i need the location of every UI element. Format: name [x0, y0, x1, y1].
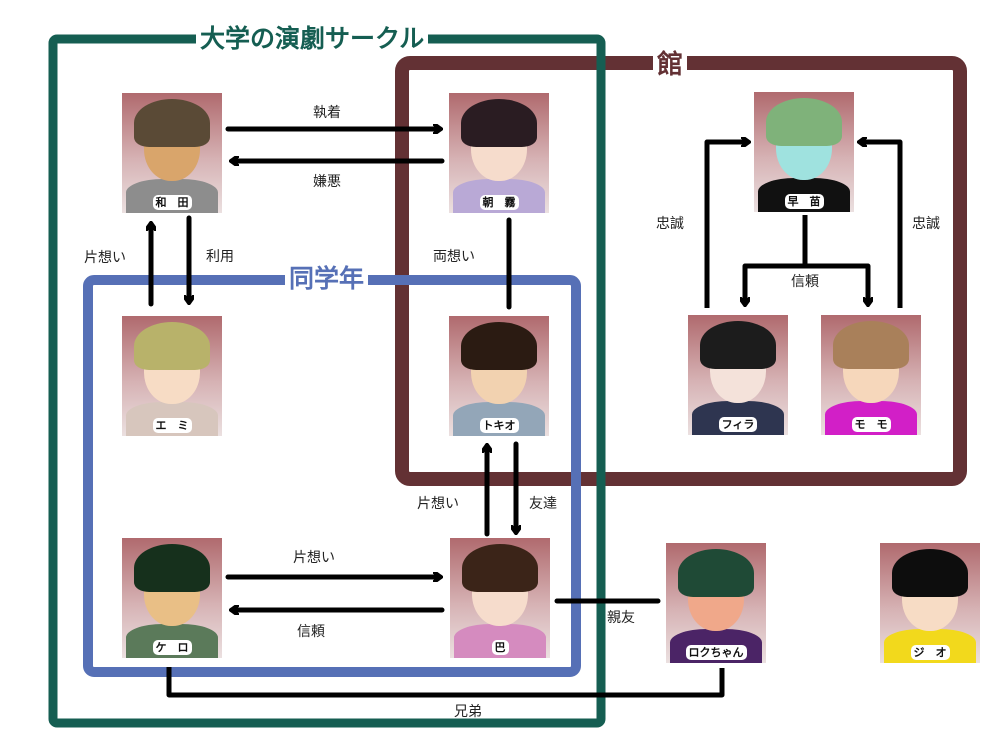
- arrow-momo-to-sanae: [860, 142, 903, 308]
- name-emi: エ ミ: [152, 418, 192, 433]
- name-roku: ロクちゃん: [685, 645, 747, 660]
- label-tokio-to-tomoe: 友達: [529, 496, 557, 512]
- name-tokio: トキオ: [479, 418, 519, 433]
- portrait-tomoe[interactable]: 巴: [450, 538, 550, 658]
- portrait-hair: [766, 98, 842, 146]
- arrow-sanae-to-momo: [805, 263, 868, 304]
- label-tomoe-to-tokio: 片想い: [417, 496, 459, 512]
- label-wada-to-asagiri: 執着: [313, 105, 341, 121]
- name-fira: フィラ: [718, 417, 758, 432]
- portrait-sanae[interactable]: 早 苗: [754, 92, 854, 212]
- portrait-hair: [833, 321, 909, 369]
- label-sanae-trust: 信頼: [791, 274, 819, 290]
- portrait-asagiri[interactable]: 朝 霧: [449, 93, 549, 213]
- label-tomoe-roku: 親友: [607, 610, 635, 626]
- portrait-hair: [461, 99, 537, 147]
- line-kero-roku: [166, 667, 725, 698]
- portrait-hair: [461, 322, 537, 370]
- name-asagiri: 朝 霧: [479, 195, 519, 210]
- portrait-hair: [134, 322, 210, 370]
- arrow-fira-to-sanae: [704, 142, 748, 308]
- label-emi-to-wada: 片想い: [84, 250, 126, 266]
- portrait-roku[interactable]: ロクちゃん: [666, 543, 766, 663]
- portrait-hair: [134, 544, 210, 592]
- portrait-hair: [892, 549, 968, 597]
- portrait-hair: [700, 321, 776, 369]
- label-asagiri-to-wada: 嫌悪: [313, 174, 341, 190]
- portrait-hair: [678, 549, 754, 597]
- label-asagiri-tokio: 両想い: [433, 249, 475, 265]
- name-wada: 和 田: [152, 195, 192, 210]
- portrait-wada[interactable]: 和 田: [122, 93, 222, 213]
- label-wada-to-emi: 利用: [206, 249, 234, 265]
- portrait-emi[interactable]: エ ミ: [122, 316, 222, 436]
- group-title-mansion: 館: [653, 52, 688, 78]
- name-jio: ジ オ: [910, 645, 950, 660]
- name-kero: ケ ロ: [152, 640, 192, 655]
- name-sanae: 早 苗: [784, 194, 824, 209]
- portrait-jio[interactable]: ジ オ: [880, 543, 980, 663]
- label-fira-to-sanae: 忠誠: [656, 216, 684, 232]
- name-momo: モ モ: [851, 417, 891, 432]
- label-kero-roku: 兄弟: [454, 704, 482, 720]
- portrait-momo[interactable]: モ モ: [821, 315, 921, 435]
- arrow-sanae-to-fira: [745, 263, 805, 304]
- name-tomoe: 巴: [491, 640, 509, 655]
- label-momo-to-sanae: 忠誠: [912, 216, 940, 232]
- portrait-hair: [462, 544, 538, 592]
- label-kero-to-tomoe: 片想い: [293, 550, 335, 566]
- portrait-hair: [134, 99, 210, 147]
- group-title-same-year: 同学年: [285, 266, 369, 291]
- group-title-circle: 大学の演劇サークル: [196, 26, 429, 51]
- portrait-kero[interactable]: ケ ロ: [122, 538, 222, 658]
- portrait-fira[interactable]: フィラ: [688, 315, 788, 435]
- label-tomoe-to-kero: 信頼: [297, 624, 325, 640]
- portrait-tokio[interactable]: トキオ: [449, 316, 549, 436]
